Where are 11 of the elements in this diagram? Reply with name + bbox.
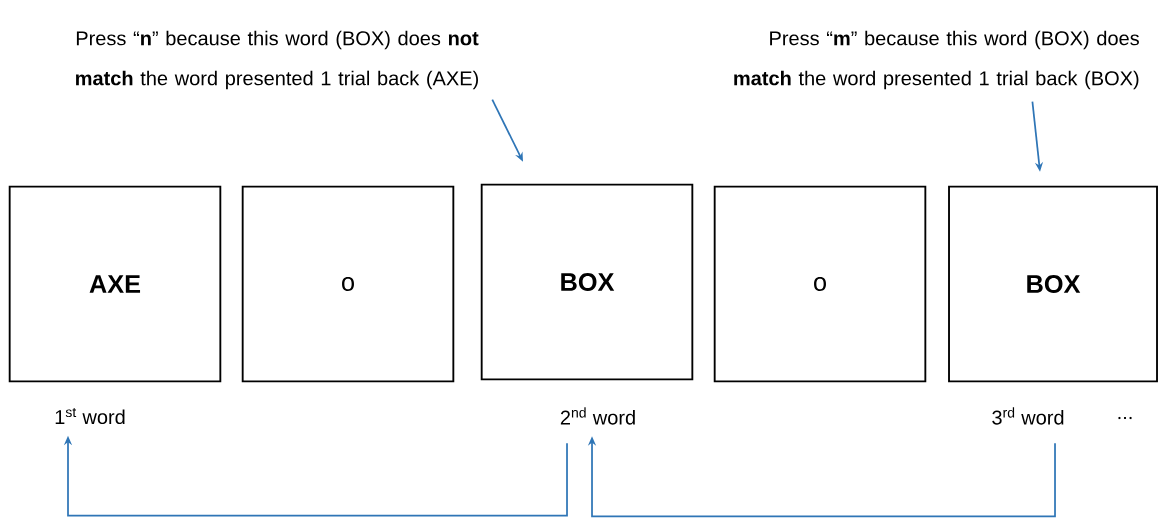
stimulus-box: BOX — [948, 185, 1158, 383]
stimulus-box: o — [713, 185, 927, 383]
word-label: 3$^{rd}$ word — [992, 407, 1064, 425]
stimulus-box: o — [241, 185, 455, 383]
stimulus-box: AXE — [8, 185, 222, 383]
callout-text: Press “n” because this word (BOX) does not match the word presented 1 trial back (AXE) — [76, 30, 479, 90]
stimulus-box: BOX — [480, 183, 694, 381]
ellipsis-text: ... — [1118, 416, 1132, 420]
callout-text: Press “m” because this word (BOX) does match the word presented 1 trial back (BOX) — [734, 30, 1139, 90]
word-label: 2$^{nd}$ word — [560, 407, 635, 425]
word-label: 1$^{st}$ word — [55, 407, 125, 425]
